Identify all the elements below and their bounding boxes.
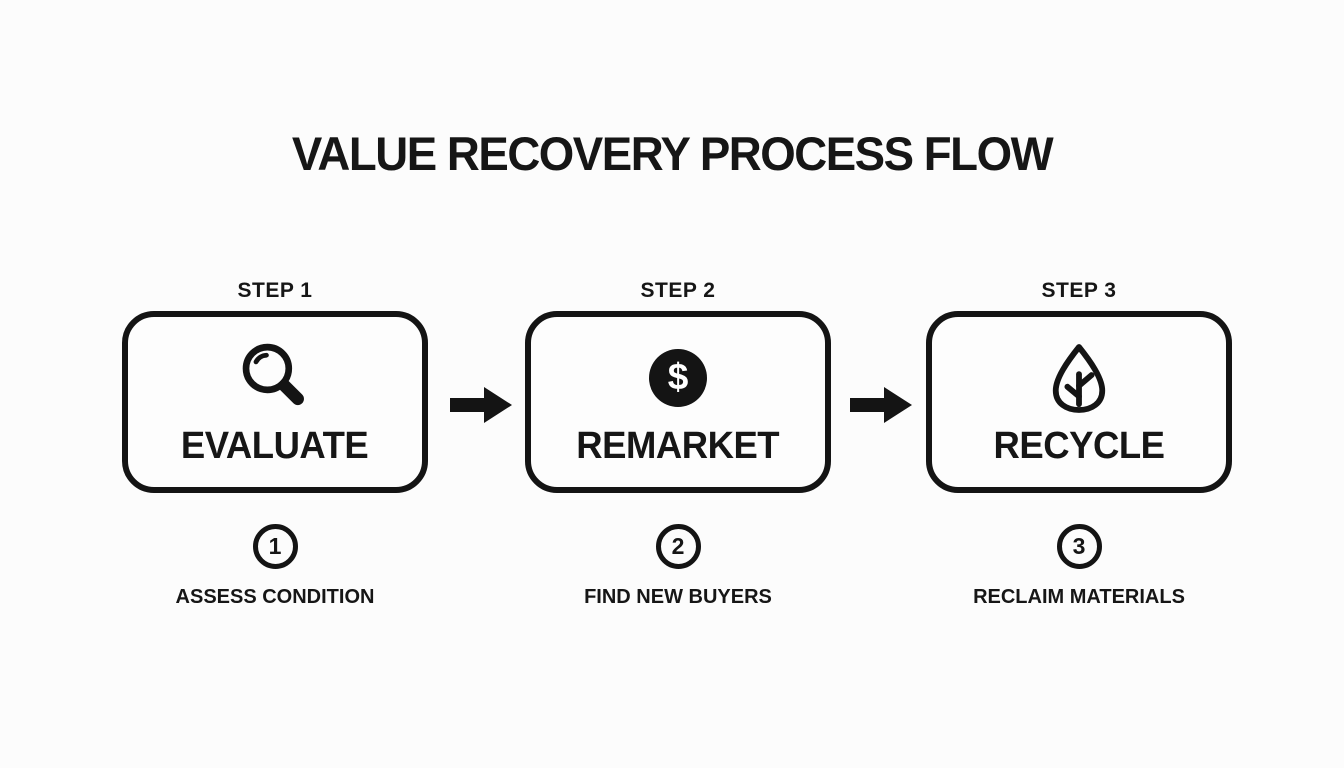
step-number-badge: 1	[252, 524, 298, 569]
step-group-evaluate: STEP 1 EVALUATE 1 ASSESS CONDITION	[122, 278, 428, 609]
step-group-recycle: STEP 3 RECYCLE 3 RECLAIM MATERIALS	[926, 278, 1232, 609]
step-number: 3	[1072, 533, 1086, 559]
step-number: 2	[671, 533, 685, 559]
step-label: STEP 1	[237, 279, 313, 302]
step-name: EVALUATE	[181, 425, 369, 467]
flow-arrow-icon	[850, 383, 912, 427]
evaluate-box: EVALUATE	[122, 311, 428, 493]
remarket-box: $ REMARKET	[525, 311, 831, 493]
recycle-box: RECYCLE	[926, 311, 1232, 493]
leaf-icon	[1048, 339, 1110, 417]
dollar-glyph: $	[667, 356, 689, 397]
step-group-remarket: STEP 2 $ REMARKET 2 FIND NEW BUYERS	[525, 278, 831, 609]
step-number-badge: 2	[655, 524, 701, 569]
step-name: RECYCLE	[993, 425, 1165, 467]
step-label: STEP 3	[1041, 279, 1117, 302]
diagram-title: VALUE RECOVERY PROCESS FLOW	[291, 127, 1054, 180]
step-caption: ASSESS CONDITION	[175, 586, 375, 608]
step-caption: FIND NEW BUYERS	[584, 586, 772, 608]
step-number: 1	[268, 533, 282, 559]
step-caption: RECLAIM MATERIALS	[973, 586, 1185, 608]
step-name: REMARKET	[576, 425, 780, 467]
step-label: STEP 2	[640, 279, 716, 302]
magnifier-icon	[237, 339, 313, 417]
step-number-badge: 3	[1056, 524, 1102, 569]
dollar-icon: $	[649, 339, 707, 417]
flow-arrow-icon	[450, 383, 512, 427]
